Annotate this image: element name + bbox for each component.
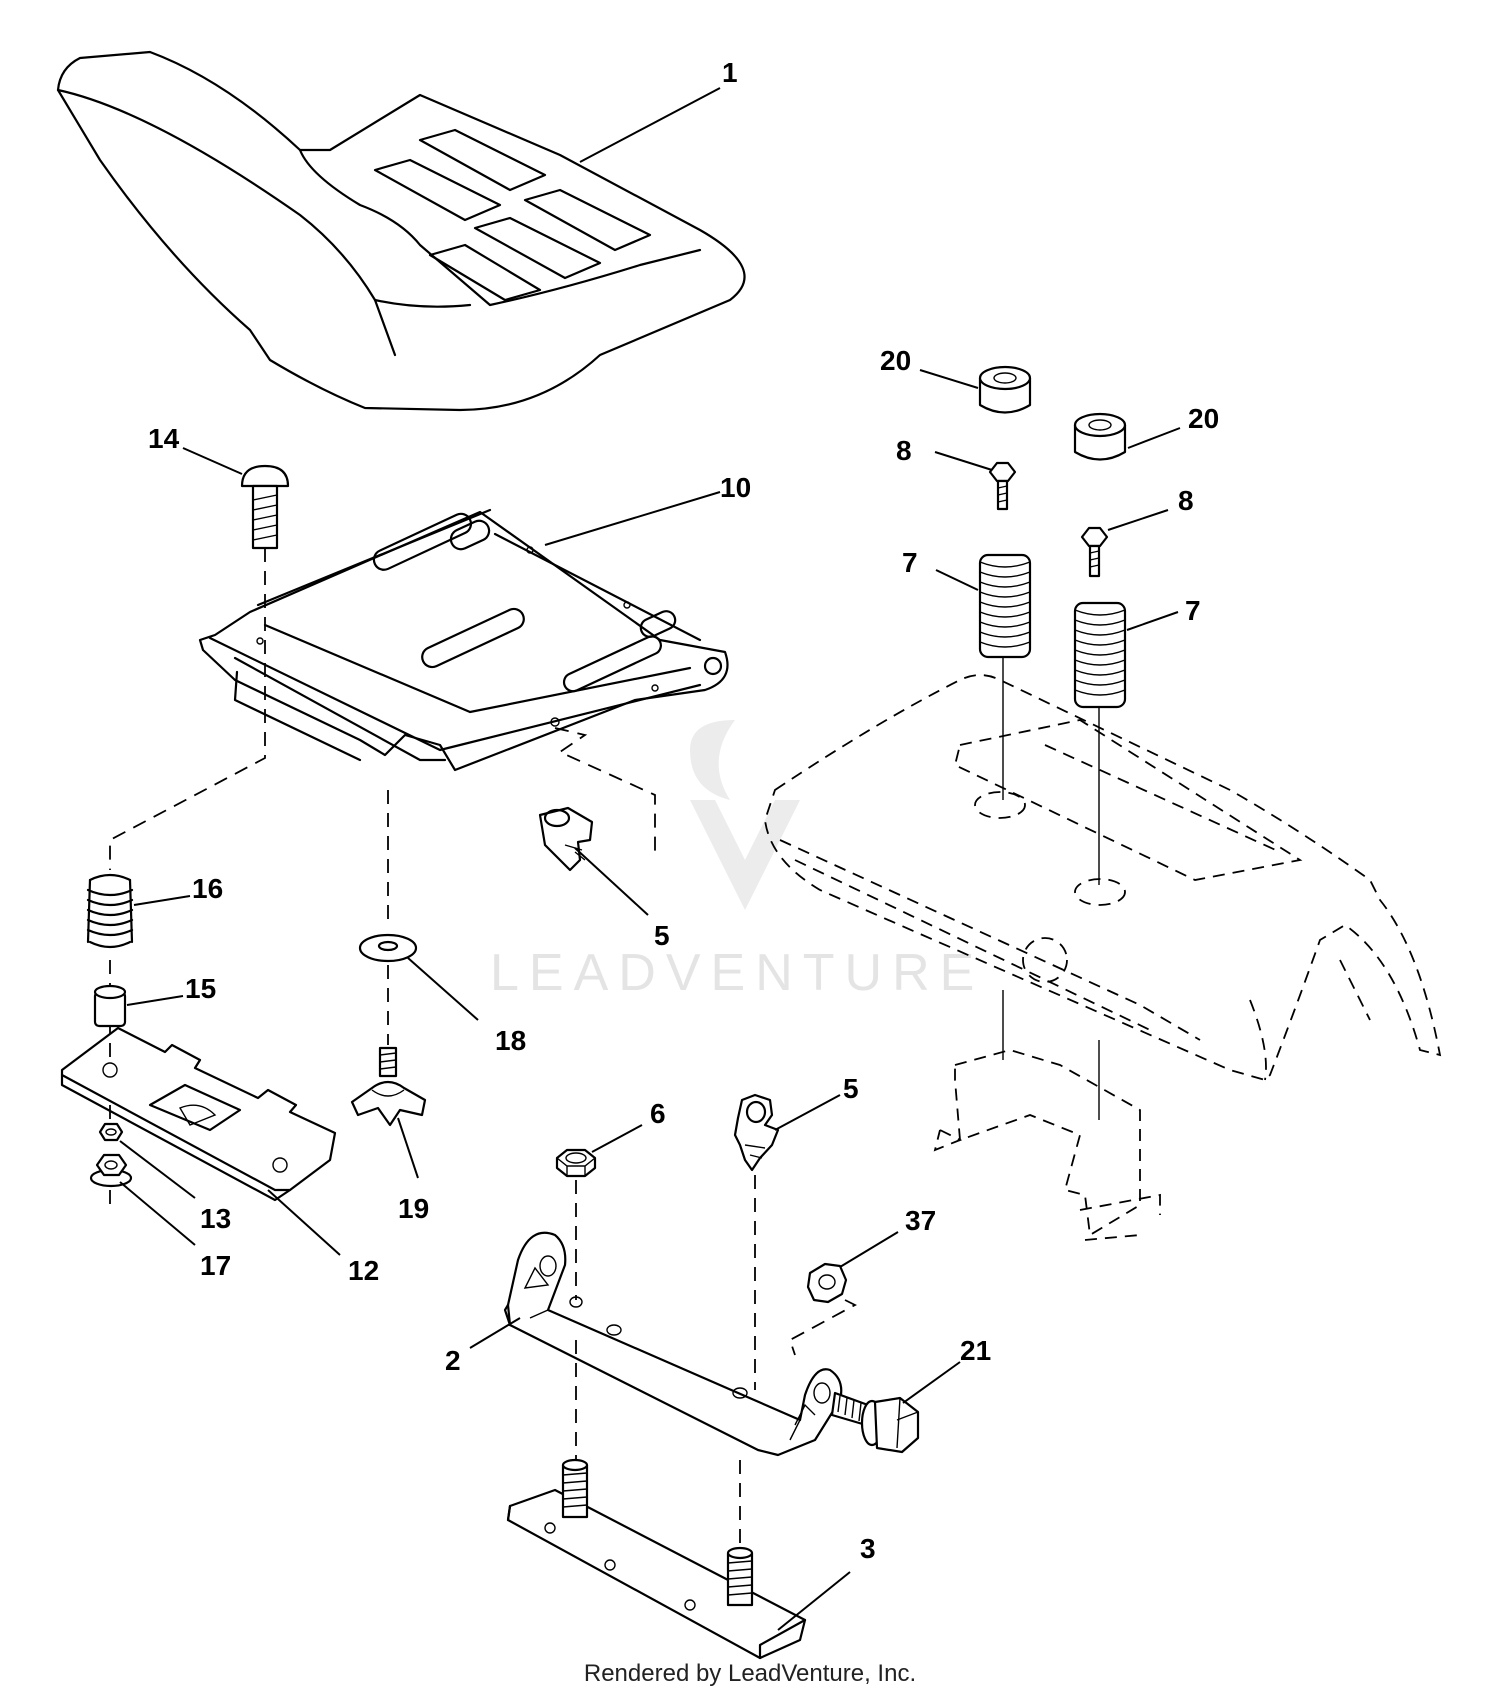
watermark: LEADVENTURE [490, 720, 984, 1002]
leader-1 [579, 87, 721, 163]
callout-3: 3 [860, 1533, 876, 1564]
callout-13: 13 [200, 1203, 231, 1234]
leader-7b [1126, 611, 1179, 631]
compression-spring [86, 873, 134, 949]
spring-right [1073, 601, 1127, 709]
leader-2 [469, 1317, 521, 1349]
wing-knob [350, 1046, 427, 1127]
lock-nut [555, 1148, 597, 1178]
leader-17 [119, 1181, 196, 1246]
watermark-text: LEADVENTURE [490, 944, 984, 1002]
spring-left [978, 553, 1032, 659]
hex-nut [806, 1262, 848, 1304]
callout-37: 37 [905, 1205, 936, 1236]
leader-19 [397, 1117, 419, 1179]
callout-19: 19 [398, 1193, 429, 1224]
spacer-left [978, 365, 1032, 414]
callout-14: 14 [148, 423, 180, 454]
leader-3 [777, 1571, 851, 1631]
callout-7a: 7 [902, 547, 918, 578]
stud-right [726, 1546, 754, 1607]
callout-5b: 5 [843, 1073, 859, 1104]
leader-21 [902, 1361, 961, 1404]
callout-7b: 7 [1185, 595, 1201, 626]
seat-pads [373, 128, 652, 302]
seat-switch-clip-lower [733, 1093, 780, 1172]
callout-12: 12 [348, 1255, 379, 1286]
callout-10: 10 [720, 472, 751, 503]
seat-pan [198, 508, 729, 772]
leader-8a [934, 451, 993, 471]
seat-switch-clip-upper [538, 806, 594, 872]
fender-phantom [764, 674, 1442, 1082]
callout-8b: 8 [1178, 485, 1194, 516]
dash-nut-bracket2 [788, 1299, 857, 1356]
callout-5a: 5 [654, 920, 670, 951]
leader-37 [839, 1231, 899, 1268]
hex-bolt-right [1080, 526, 1109, 578]
callout-6: 6 [650, 1098, 666, 1129]
small-nut [98, 1122, 124, 1142]
adjuster-plate [60, 1026, 337, 1202]
leader-14 [182, 447, 243, 475]
stud-plate [506, 1458, 807, 1660]
callout-21: 21 [960, 1335, 991, 1366]
callout-1: 1 [722, 57, 738, 88]
leader-20b [1127, 427, 1181, 449]
leader-7a [935, 569, 979, 591]
callout-20a: 20 [880, 345, 911, 376]
callout-8a: 8 [896, 435, 912, 466]
carriage-bolt [240, 464, 290, 550]
leader-5a [574, 847, 649, 916]
spacer-right [1073, 412, 1127, 461]
leader-5b [774, 1094, 841, 1131]
leader-18 [407, 957, 479, 1021]
seat-bracket [503, 1231, 843, 1457]
flange-nut [89, 1153, 133, 1188]
leader-10 [544, 491, 721, 546]
leader-6 [591, 1124, 643, 1153]
leader-15 [126, 995, 184, 1006]
callout-20b: 20 [1188, 403, 1219, 434]
callout-2: 2 [445, 1345, 461, 1376]
leader-16 [133, 895, 191, 906]
leader-12 [267, 1189, 341, 1256]
seat [56, 50, 746, 412]
callout-17: 17 [200, 1250, 231, 1281]
leader-8b [1107, 509, 1169, 531]
callout-15: 15 [185, 973, 216, 1004]
fender-bracket-phantom [933, 1049, 1161, 1241]
leader-20a [919, 369, 979, 389]
dash-pan-clip [554, 727, 656, 858]
bushing [93, 984, 127, 1028]
callout-16: 16 [192, 873, 223, 904]
callout-18: 18 [495, 1025, 526, 1056]
leader-13 [119, 1140, 196, 1199]
flat-washer [358, 933, 418, 963]
shoulder-bolt [830, 1391, 920, 1454]
footer-credit: Rendered by LeadVenture, Inc. [583, 1660, 917, 1687]
stud-left [561, 1458, 589, 1519]
hex-bolt-left [988, 461, 1017, 511]
dash-bolt-spring [109, 548, 266, 870]
